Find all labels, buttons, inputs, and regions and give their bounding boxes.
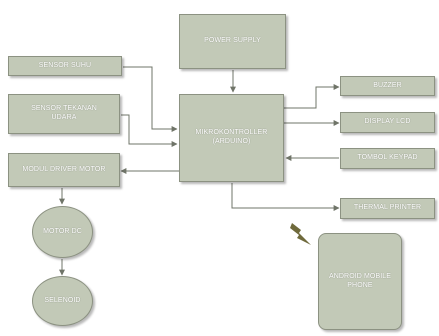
selenoid-block: SELENOID bbox=[32, 276, 93, 326]
display-lcd-label: DISPLAY LCD bbox=[364, 118, 411, 126]
thermal-printer-block: THERMAL PRINTER bbox=[340, 198, 435, 219]
arrow-mcu-to-printer bbox=[231, 183, 340, 211]
tombol-keypad-label: TOMBOL KEYPAD bbox=[357, 154, 418, 162]
sensor-suhu-label: SENSOR SUHU bbox=[38, 61, 92, 69]
arrow-mcu-to-buzzer bbox=[284, 84, 340, 109]
tombol-keypad-block: TOMBOL KEYPAD bbox=[340, 148, 435, 169]
android-phone-block: ANDROID MOBILE PHONE bbox=[318, 233, 402, 330]
arrow-suhu-to-mcu bbox=[123, 66, 178, 132]
selenoid-label: SELENOID bbox=[44, 296, 81, 304]
motor-dc-block: MOTOR DC bbox=[32, 206, 93, 258]
arrow-tekanan-to-mcu bbox=[121, 114, 178, 147]
sensor-tekanan-block: SENSOR TEKANAN UDARA bbox=[8, 94, 120, 134]
sensor-tekanan-label: SENSOR TEKANAN UDARA bbox=[31, 105, 97, 121]
power-supply-label: POWER SUPPLY bbox=[204, 37, 261, 45]
mikrokontroller-label: MIKROKONTROLLER (ARDUINO) bbox=[195, 129, 268, 145]
sensor-suhu-block: SENSOR SUHU bbox=[8, 56, 122, 76]
display-lcd-block: DISPLAY LCD bbox=[340, 112, 435, 133]
thermal-printer-label: THERMAL PRINTER bbox=[353, 204, 422, 212]
motor-dc-label: MOTOR DC bbox=[43, 227, 82, 235]
buzzer-block: BUZZER bbox=[340, 76, 435, 96]
power-supply-block: POWER SUPPLY bbox=[179, 14, 286, 69]
modul-driver-label: MODUL DRIVER MOTOR bbox=[22, 165, 106, 173]
modul-driver-block: MODUL DRIVER MOTOR bbox=[8, 153, 120, 187]
buzzer-label: BUZZER bbox=[373, 81, 402, 89]
wireless-lightning-icon bbox=[290, 223, 311, 245]
mikrokontroller-block: MIKROKONTROLLER (ARDUINO) bbox=[179, 94, 284, 182]
android-phone-label: ANDROID MOBILE PHONE bbox=[328, 272, 392, 289]
